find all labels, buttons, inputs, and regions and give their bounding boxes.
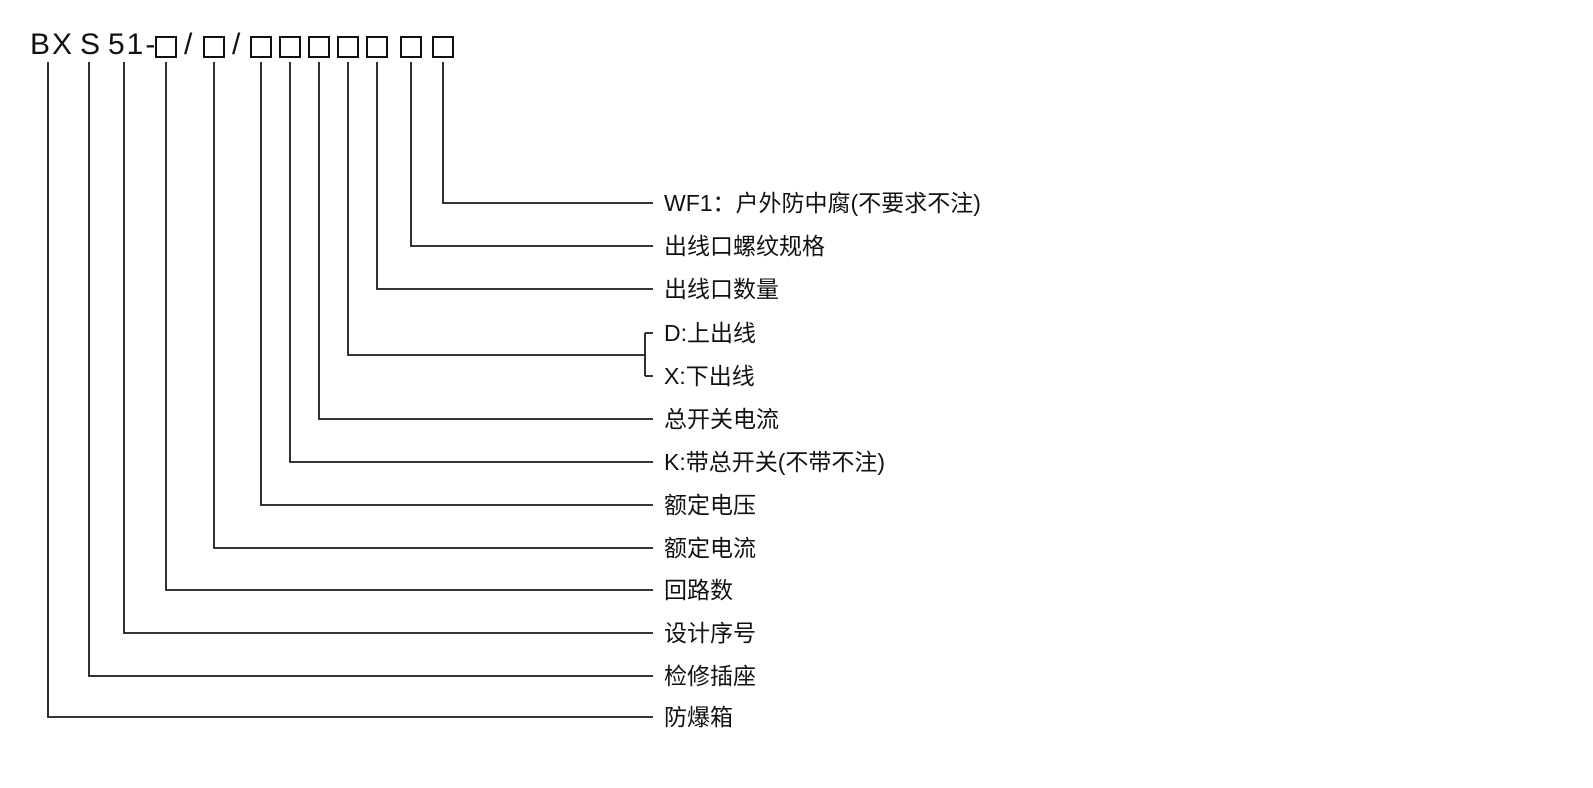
spec-label: 防爆箱	[664, 703, 733, 730]
spec-label: WF1：户外防中腐(不要求不注)	[664, 189, 981, 216]
code-placeholder-box	[400, 36, 422, 58]
code-placeholder-box	[337, 36, 359, 58]
spec-label: 额定电流	[664, 534, 756, 561]
spec-label: X:下出线	[664, 362, 755, 389]
code-placeholder-box	[432, 36, 454, 58]
code-prefix-s: S	[80, 28, 103, 61]
spec-label: 设计序号	[664, 619, 756, 646]
code-separator-slash: /	[184, 28, 195, 61]
code-placeholder-box	[203, 36, 225, 58]
spec-label: 总开关电流	[664, 405, 779, 432]
code-placeholder-box	[366, 36, 388, 58]
code-placeholder-box	[250, 36, 272, 58]
connector-path	[47, 62, 653, 718]
spec-label: 检修插座	[664, 662, 756, 689]
spec-label: 回路数	[664, 576, 733, 603]
code-placeholder-box	[308, 36, 330, 58]
spec-label: K:带总开关(不带不注)	[664, 448, 886, 475]
spec-label: D:上出线	[664, 319, 756, 346]
spec-label: 出线口数量	[664, 275, 779, 302]
spec-label: 额定电压	[664, 491, 756, 518]
code-prefix-bx: BX	[30, 28, 75, 61]
code-prefix-51: 51-	[108, 28, 158, 61]
code-placeholder-box	[155, 36, 177, 58]
code-placeholder-box	[279, 36, 301, 58]
spec-label: 出线口螺纹规格	[664, 232, 825, 259]
code-separator-slash: /	[232, 28, 243, 61]
